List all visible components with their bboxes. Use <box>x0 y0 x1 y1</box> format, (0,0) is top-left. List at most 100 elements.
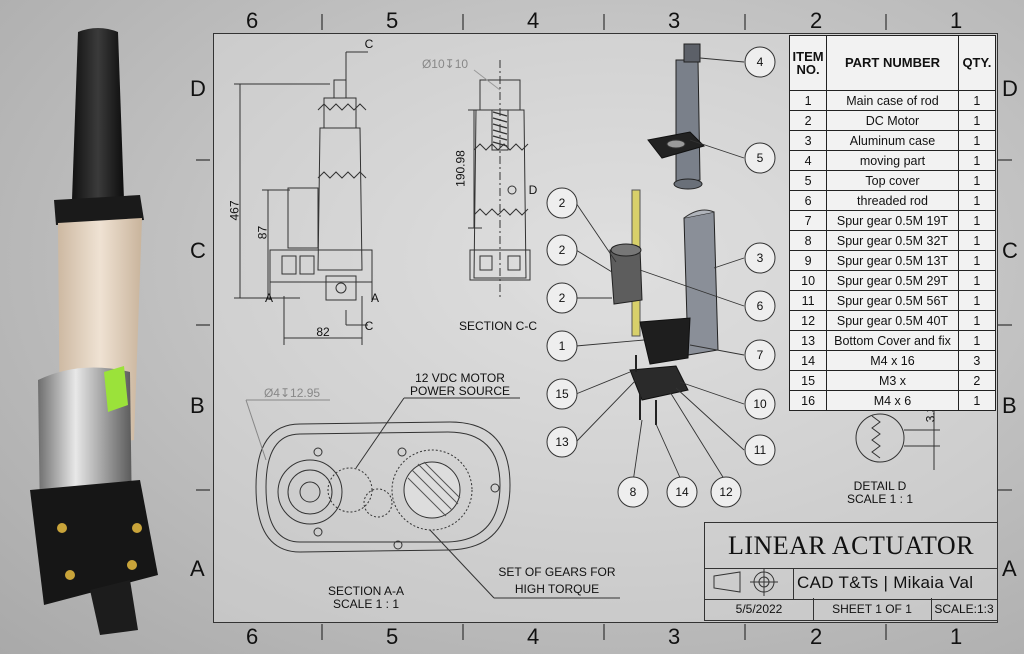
bom-part-number: threaded rod <box>826 190 959 211</box>
projection-symbol <box>713 568 778 596</box>
bom-item-no: 12 <box>788 310 828 331</box>
bom-part-number: Spur gear 0.5M 13T <box>826 250 959 271</box>
bom-qty: 3 <box>957 350 997 371</box>
note-gears-line2: HIGH TORQUE <box>514 582 600 596</box>
zone-col-4-top: 4 <box>527 8 540 33</box>
note-gears-line1: SET OF GEARS FOR <box>498 565 616 579</box>
zone-row-c-right: C <box>1002 238 1018 263</box>
bom-item-no: 9 <box>788 250 828 271</box>
bom-qty: 1 <box>957 110 997 131</box>
title-block-date: 5/5/2022 <box>705 598 814 620</box>
balloon-7: 7 <box>756 348 764 362</box>
bom-part-number: Aluminum case <box>826 130 959 151</box>
balloon-1: 1 <box>558 339 566 353</box>
bom-item-no: 1 <box>788 90 828 111</box>
section-aa-scale: SCALE 1 : 1 <box>332 597 400 611</box>
bom-part-number: Bottom Cover and fix <box>826 330 959 351</box>
zone-row-c-left: C <box>190 238 206 263</box>
title-block-divider <box>793 569 794 599</box>
section-mark-c-bottom: C <box>364 319 374 333</box>
bom-part-number: Spur gear 0.5M 40T <box>826 310 959 331</box>
bom-item-no: 13 <box>788 330 828 351</box>
bom-part-number: DC Motor <box>826 110 959 131</box>
balloon-5: 5 <box>756 151 764 165</box>
bom-qty: 1 <box>957 330 997 351</box>
balloon-6: 6 <box>756 299 764 313</box>
section-mark-a-right: A <box>370 291 379 305</box>
zone-col-3-top: 3 <box>668 8 681 33</box>
detail-d-view <box>855 404 940 470</box>
zone-row-a-right: A <box>1002 556 1017 581</box>
section-aa-view <box>245 397 620 599</box>
bom-part-number: Spur gear 0.5M 29T <box>826 270 959 291</box>
bom-item-no: 7 <box>788 210 828 231</box>
dim-87: 87 <box>255 225 270 240</box>
balloon-2a: 2 <box>558 196 566 210</box>
note-motor-line1: 12 VDC MOTOR <box>415 371 505 385</box>
title-block-title: LINEAR ACTUATOR <box>704 522 998 569</box>
section-cc-label: SECTION C-C <box>459 319 537 333</box>
bom-part-number: M4 x 6 <box>826 390 959 411</box>
exploded-view <box>609 43 719 425</box>
bom-qty: 1 <box>957 150 997 171</box>
zone-row-d-left: D <box>190 76 206 101</box>
actuator-render <box>30 28 158 635</box>
zone-col-2-bottom: 2 <box>810 624 823 649</box>
balloon-13: 13 <box>555 435 569 449</box>
bom-qty: 1 <box>957 310 997 331</box>
bom-qty: 1 <box>957 190 997 211</box>
title-block-sheet: SHEET 1 OF 1 <box>813 598 932 620</box>
balloon-14: 14 <box>675 485 689 499</box>
bom-part-number: M4 x 16 <box>826 350 959 371</box>
detail-mark-d: D <box>528 183 538 197</box>
balloon-12: 12 <box>719 485 733 499</box>
bom-part-number: moving part <box>826 150 959 171</box>
detail-d-scale: SCALE 1 : 1 <box>846 492 914 506</box>
bom-item-no: 4 <box>788 150 828 171</box>
bom-item-no: 6 <box>788 190 828 211</box>
balloon-3: 3 <box>756 251 764 265</box>
bom-item-no: 5 <box>788 170 828 191</box>
zone-col-1-top: 1 <box>950 8 963 33</box>
zone-row-b-left: B <box>190 393 205 418</box>
section-cc-view <box>468 60 531 300</box>
bom-qty: 1 <box>957 230 997 251</box>
zone-col-6-top: 6 <box>246 8 259 33</box>
bom-qty: 2 <box>957 370 997 391</box>
zone-col-5-top: 5 <box>386 8 399 33</box>
bom-part-number: M3 x <box>826 370 959 391</box>
bom-qty: 1 <box>957 290 997 311</box>
dim-width-82: 82 <box>316 325 330 339</box>
section-mark-a-left: A <box>264 291 273 305</box>
balloon-10: 10 <box>753 397 767 411</box>
hole-callout-aa: Ø4↧12.95 <box>263 386 321 400</box>
bom-qty: 1 <box>957 170 997 191</box>
bom-item-no: 10 <box>788 270 828 291</box>
bom-header-item: ITEM NO. <box>788 35 828 91</box>
bom-part-number: Main case of rod <box>826 90 959 111</box>
zone-row-d-right: D <box>1002 76 1018 101</box>
bom-part-number: Spur gear 0.5M 32T <box>826 230 959 251</box>
title-block-author: CAD T&Ts | Mikaia Val <box>797 573 974 592</box>
zone-col-4-bottom: 4 <box>527 624 540 649</box>
bom-part-number: Spur gear 0.5M 56T <box>826 290 959 311</box>
zone-row-a-left: A <box>190 556 205 581</box>
bom-qty: 1 <box>957 130 997 151</box>
note-motor-line2: POWER SOURCE <box>409 384 510 398</box>
section-mark-c-top: C <box>364 37 374 51</box>
bom-item-no: 14 <box>788 350 828 371</box>
bom-header-qty: QTY. <box>957 35 997 91</box>
bom-part-number: Top cover <box>826 170 959 191</box>
balloon-4: 4 <box>756 55 764 69</box>
